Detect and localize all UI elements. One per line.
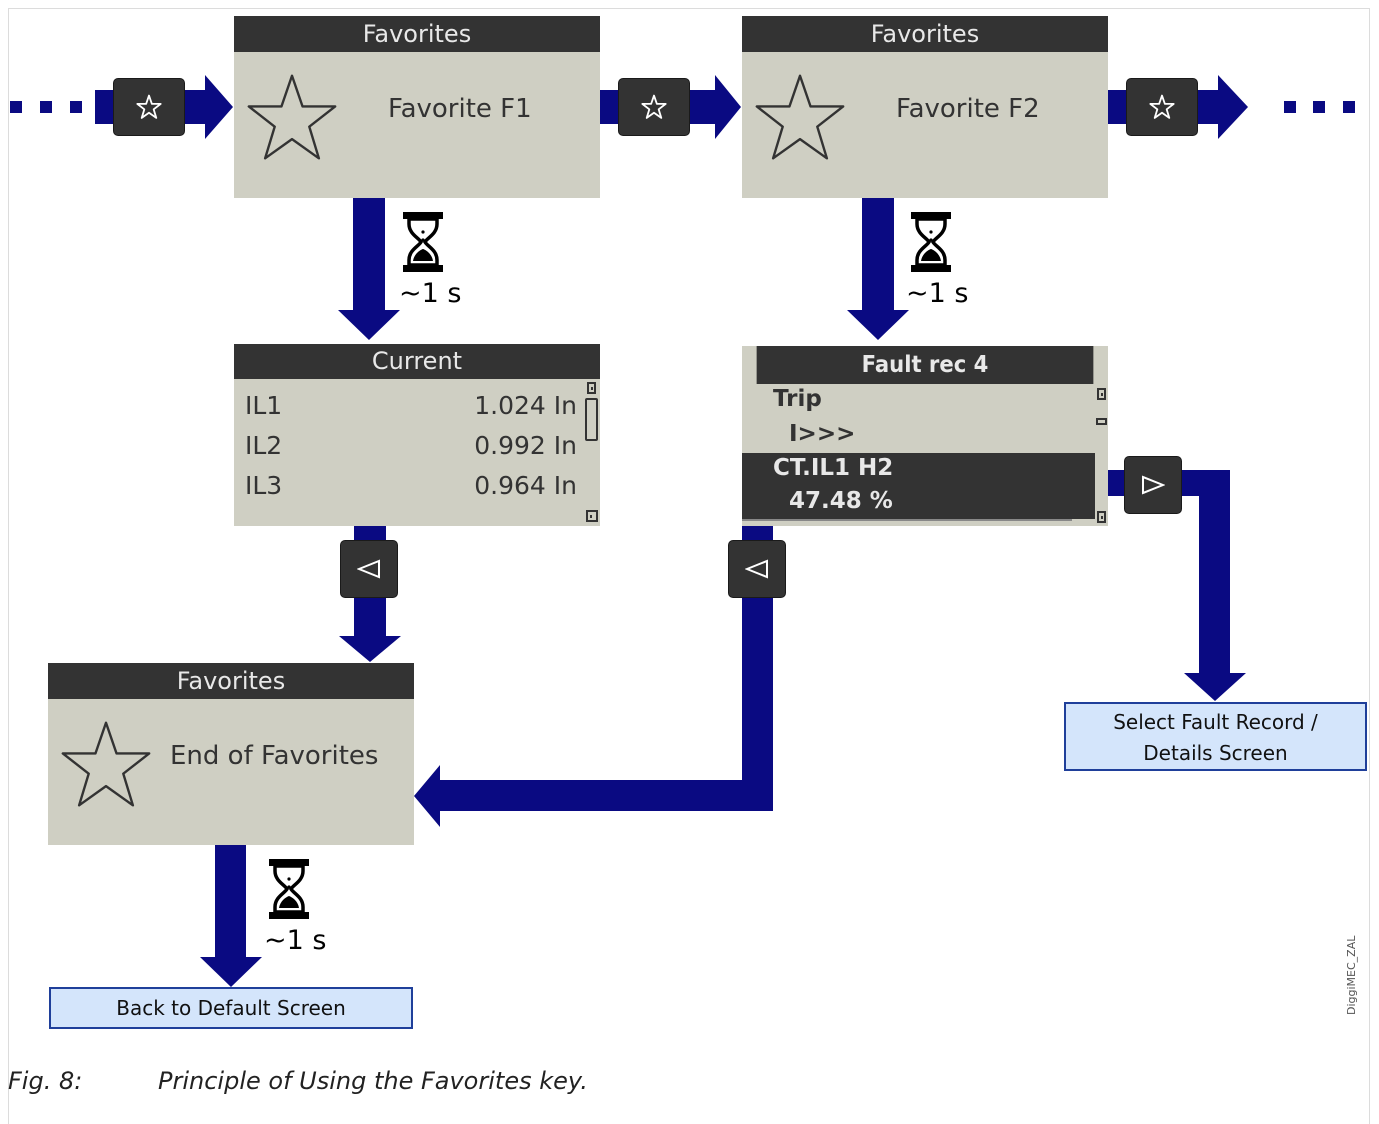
row-value: 0.964 In bbox=[474, 471, 577, 500]
row-value: 0.992 In bbox=[474, 431, 577, 460]
timer-label: ~1 s bbox=[906, 278, 969, 309]
star-icon bbox=[247, 74, 337, 160]
fault-trip-label: Trip bbox=[773, 386, 822, 412]
left-key-icon bbox=[357, 559, 380, 579]
box-line: Details Screen bbox=[1143, 741, 1288, 765]
scrollbar-top bbox=[1097, 388, 1106, 400]
screen-header: Favorites bbox=[234, 16, 600, 52]
favorite-label: Favorite F1 bbox=[388, 94, 532, 124]
right-key[interactable] bbox=[1124, 456, 1182, 514]
fault-value: 47.48 % bbox=[789, 488, 893, 514]
row-name: IL3 bbox=[245, 471, 283, 500]
left-key[interactable] bbox=[340, 540, 398, 598]
figure-frame bbox=[8, 8, 1370, 1124]
ellipsis-dot bbox=[70, 101, 82, 113]
star-icon bbox=[755, 74, 845, 160]
selected-row bbox=[742, 453, 1095, 519]
box-line: Back to Default Screen bbox=[116, 996, 346, 1020]
favorites-key[interactable] bbox=[1126, 78, 1198, 136]
row-name: IL2 bbox=[245, 431, 283, 460]
scrollbar-bottom bbox=[586, 510, 598, 522]
favorites-key-icon bbox=[641, 94, 667, 119]
select-fault-record-box: Select Fault Record / Details Screen bbox=[1064, 702, 1367, 771]
scrollbar-thumb bbox=[1096, 418, 1107, 425]
ellipsis-dot bbox=[1284, 101, 1296, 113]
favorites-key-icon bbox=[136, 94, 162, 119]
fault-record-screen: Fault rec 4 Trip I>>> CT.IL1 H2 47.48 % bbox=[742, 346, 1108, 526]
image-id-label: DiggiMEC_ZAL bbox=[1345, 935, 1358, 1015]
ellipsis-dot bbox=[10, 101, 22, 113]
hourglass-icon bbox=[269, 859, 309, 919]
left-key[interactable] bbox=[728, 540, 786, 598]
right-key-icon bbox=[1142, 475, 1165, 495]
favorite-label: End of Favorites bbox=[170, 741, 379, 771]
figure-caption: Fig. 8: Principle of Using the Favorites … bbox=[8, 1067, 588, 1095]
hourglass-icon bbox=[403, 212, 443, 272]
scrollbar-thumb bbox=[585, 398, 598, 441]
favorites-key[interactable] bbox=[618, 78, 690, 136]
timer-label: ~1 s bbox=[399, 278, 462, 309]
screen-header: Favorites bbox=[48, 663, 414, 699]
ellipsis-dot bbox=[40, 101, 52, 113]
ellipsis-dot bbox=[1343, 101, 1355, 113]
scrollbar-top bbox=[587, 382, 596, 394]
fault-value-name: CT.IL1 H2 bbox=[773, 455, 894, 481]
favorites-key[interactable] bbox=[113, 78, 185, 136]
scrollbar-bottom bbox=[1097, 511, 1106, 523]
current-screen: Current IL1 1.024 In IL2 0.992 In IL3 0.… bbox=[234, 344, 600, 526]
back-to-default-box: Back to Default Screen bbox=[49, 987, 413, 1029]
favorite-label: Favorite F2 bbox=[896, 94, 1040, 124]
figure-number: Fig. 8: bbox=[8, 1067, 83, 1095]
left-key-icon bbox=[745, 559, 768, 579]
fault-trip-function: I>>> bbox=[789, 421, 856, 447]
screen-header: Current bbox=[234, 344, 600, 379]
star-icon bbox=[61, 721, 151, 807]
screen-header: Fault rec 4 bbox=[756, 346, 1094, 384]
caption-text: Principle of Using the Favorites key. bbox=[158, 1067, 588, 1095]
box-line: Select Fault Record / bbox=[1113, 710, 1318, 734]
favorite-f2-screen: Favorites Favorite F2 bbox=[742, 16, 1108, 198]
favorite-f1-screen: Favorites Favorite F1 bbox=[234, 16, 600, 198]
row-value: 1.024 In bbox=[474, 391, 577, 420]
end-of-favorites-screen: Favorites End of Favorites bbox=[48, 663, 414, 845]
hourglass-icon bbox=[911, 212, 951, 272]
underline bbox=[742, 519, 1072, 521]
favorites-key-icon bbox=[1149, 94, 1175, 119]
row-name: IL1 bbox=[245, 391, 283, 420]
ellipsis-dot bbox=[1313, 101, 1325, 113]
screen-header: Favorites bbox=[742, 16, 1108, 52]
timer-label: ~1 s bbox=[264, 925, 327, 956]
